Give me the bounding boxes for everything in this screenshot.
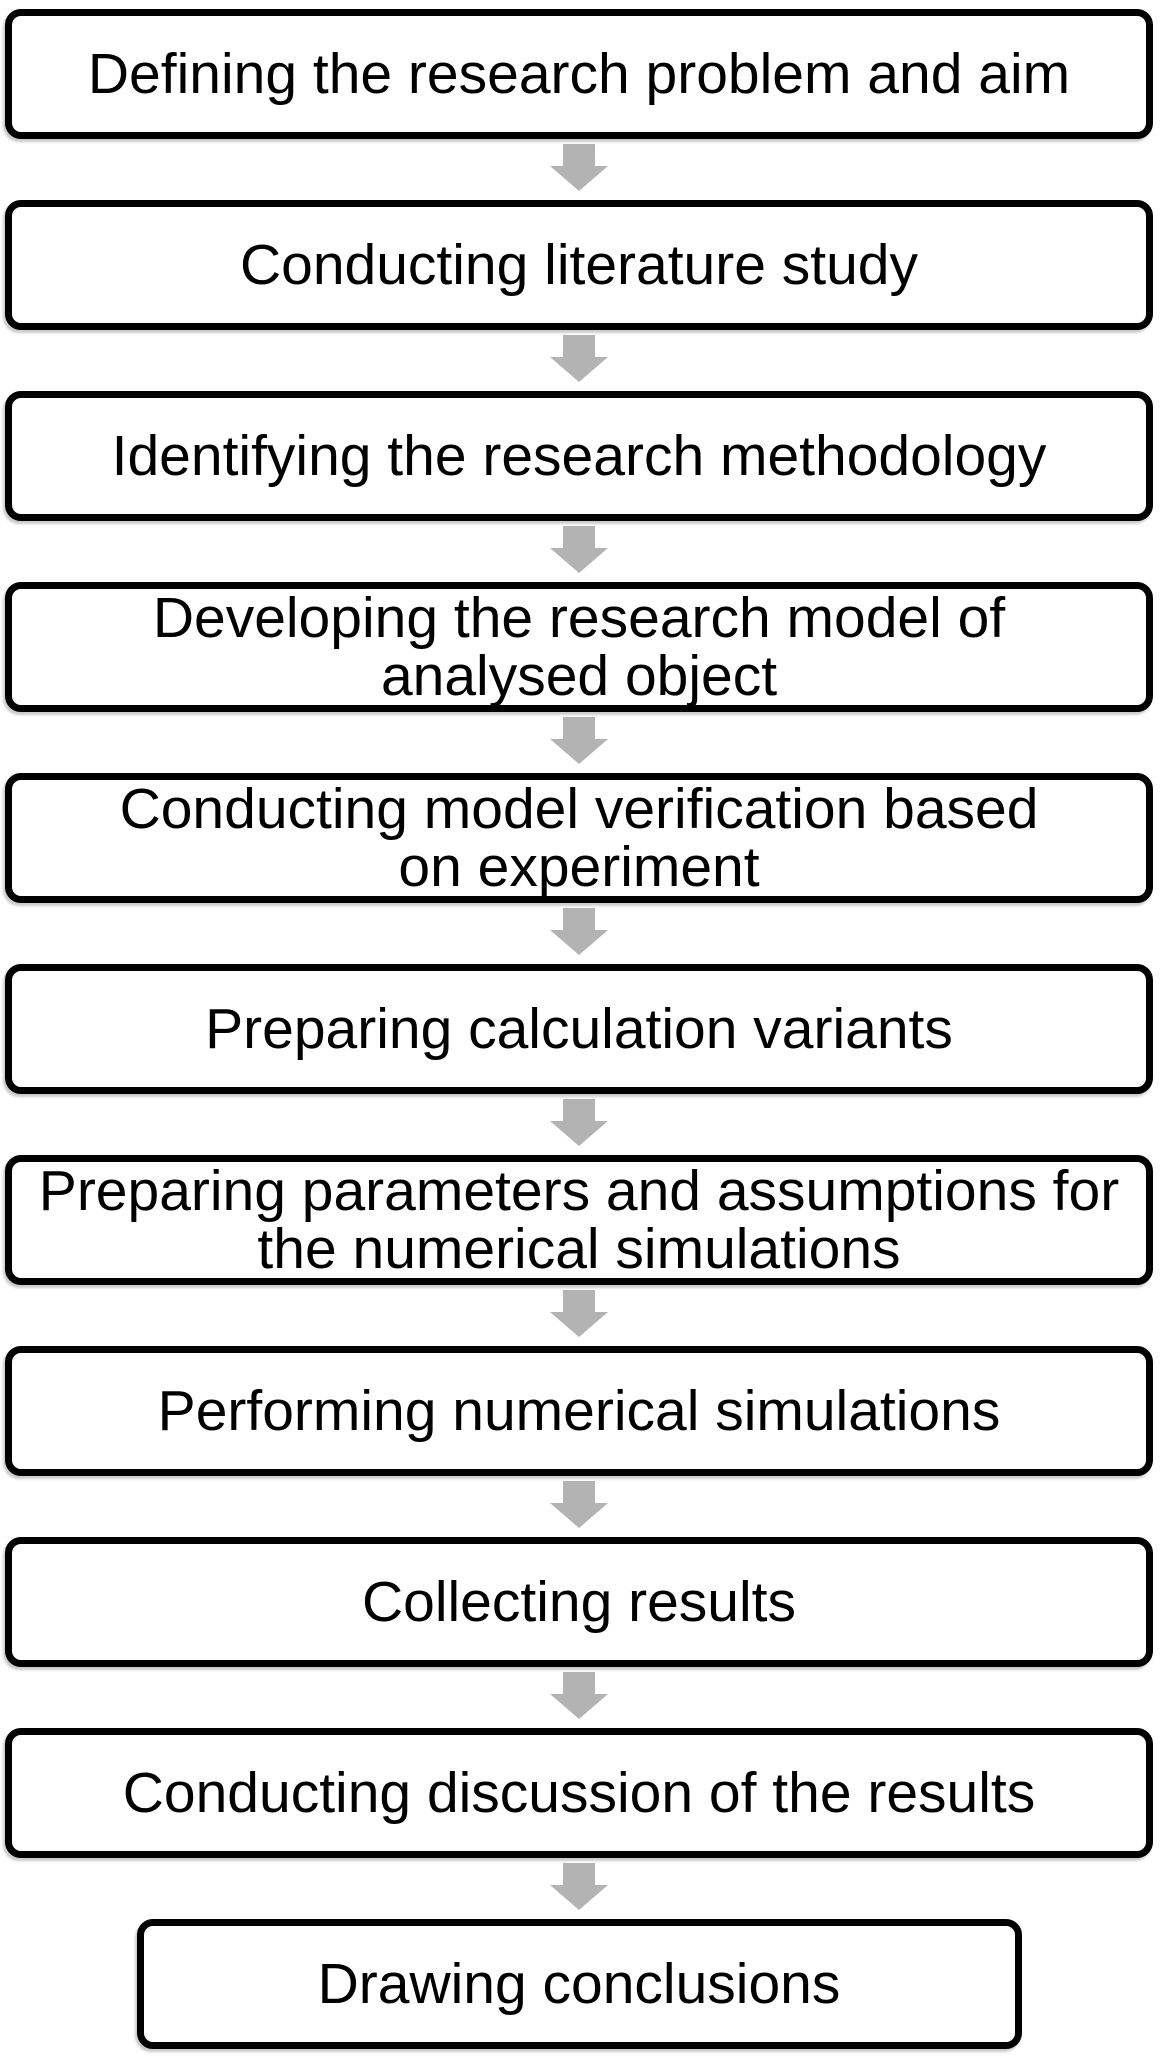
flow-step-text: Identifying the research methodology [111, 424, 1047, 488]
flow-step-label: Preparing calculation variants [205, 1000, 953, 1058]
flow-connector [5, 1476, 1153, 1537]
flow-connector [5, 1094, 1153, 1155]
flow-step-label: Performing numerical simulations [158, 1382, 1001, 1440]
flow-connector [5, 903, 1153, 964]
flow-step-box: Collecting results [5, 1537, 1153, 1667]
flow-step-text: the numerical simulations [257, 1217, 901, 1281]
flow-step-text: Developing the research model of [152, 586, 1006, 650]
flow-connector [5, 139, 1153, 200]
flow-step-label: Collecting results [362, 1573, 796, 1631]
flow-step-box: Identifying the research methodology [5, 391, 1153, 521]
flow-step: Drawing conclusions [5, 1919, 1153, 2049]
flow-step: Defining the research problem and aim [5, 9, 1153, 200]
flow-step-text: Conducting model verification based [119, 777, 1039, 841]
down-arrow-icon [550, 335, 608, 382]
flow-step-box: Conducting discussion of the results [5, 1728, 1153, 1858]
flow-step-box: Drawing conclusions [136, 1919, 1022, 2049]
flow-step-text: Preparing parameters and assumptions for [38, 1159, 1120, 1223]
flow-step: Preparing parameters and assumptions for… [5, 1155, 1153, 1346]
flow-connector [5, 330, 1153, 391]
flow-step-label: Defining the research problem and aim [88, 45, 1070, 103]
down-arrow-icon [550, 1863, 608, 1910]
flow-step: Preparing calculation variants [5, 964, 1153, 1155]
flow-step-text: Conducting literature study [239, 233, 919, 297]
flow-step: Conducting discussion of the results [5, 1728, 1153, 1919]
flow-step: Conducting literature study [5, 200, 1153, 391]
flow-step-text: Preparing calculation variants [205, 997, 953, 1061]
down-arrow-icon [550, 908, 608, 955]
flow-step-box: Preparing parameters and assumptions for… [5, 1155, 1153, 1285]
down-arrow-icon [550, 1099, 608, 1146]
down-arrow-icon [550, 526, 608, 573]
flow-step-text: on experiment [398, 835, 760, 899]
flow-step-text: Collecting results [361, 1570, 796, 1634]
flow-step-label: Conducting literature study [240, 236, 918, 294]
flow-step-text: Defining the research problem and aim [87, 42, 1071, 106]
flow-step-label: Preparing parameters and assumptions for… [39, 1162, 1119, 1278]
flow-connector [5, 521, 1153, 582]
flow-step-text: analysed object [380, 644, 778, 708]
down-arrow-icon [550, 1672, 608, 1719]
flow-step: Collecting results [5, 1537, 1153, 1728]
flow-step-label: Drawing conclusions [318, 1955, 841, 2013]
flow-step-label: Conducting discussion of the results [123, 1764, 1036, 1822]
down-arrow-icon [550, 144, 608, 191]
flow-step-box: Conducting literature study [5, 200, 1153, 330]
flow-step-box: Preparing calculation variants [5, 964, 1153, 1094]
down-arrow-icon [550, 717, 608, 764]
flow-step: Identifying the research methodology [5, 391, 1153, 582]
flow-step: Performing numerical simulations [5, 1346, 1153, 1537]
flow-connector [5, 1667, 1153, 1728]
down-arrow-icon [550, 1290, 608, 1337]
flow-step-box: Defining the research problem and aim [5, 9, 1153, 139]
flow-connector [5, 1858, 1153, 1919]
flow-step-label: Identifying the research methodology [112, 427, 1047, 485]
flow-connector [5, 1285, 1153, 1346]
down-arrow-icon [550, 1481, 608, 1528]
flow-step-text: Conducting discussion of the results [122, 1761, 1036, 1825]
flow-step-text: Drawing conclusions [317, 1952, 841, 2016]
flow-step-text: Performing numerical simulations [157, 1379, 1001, 1443]
flow-connector [5, 712, 1153, 773]
flow-step-box: Performing numerical simulations [5, 1346, 1153, 1476]
